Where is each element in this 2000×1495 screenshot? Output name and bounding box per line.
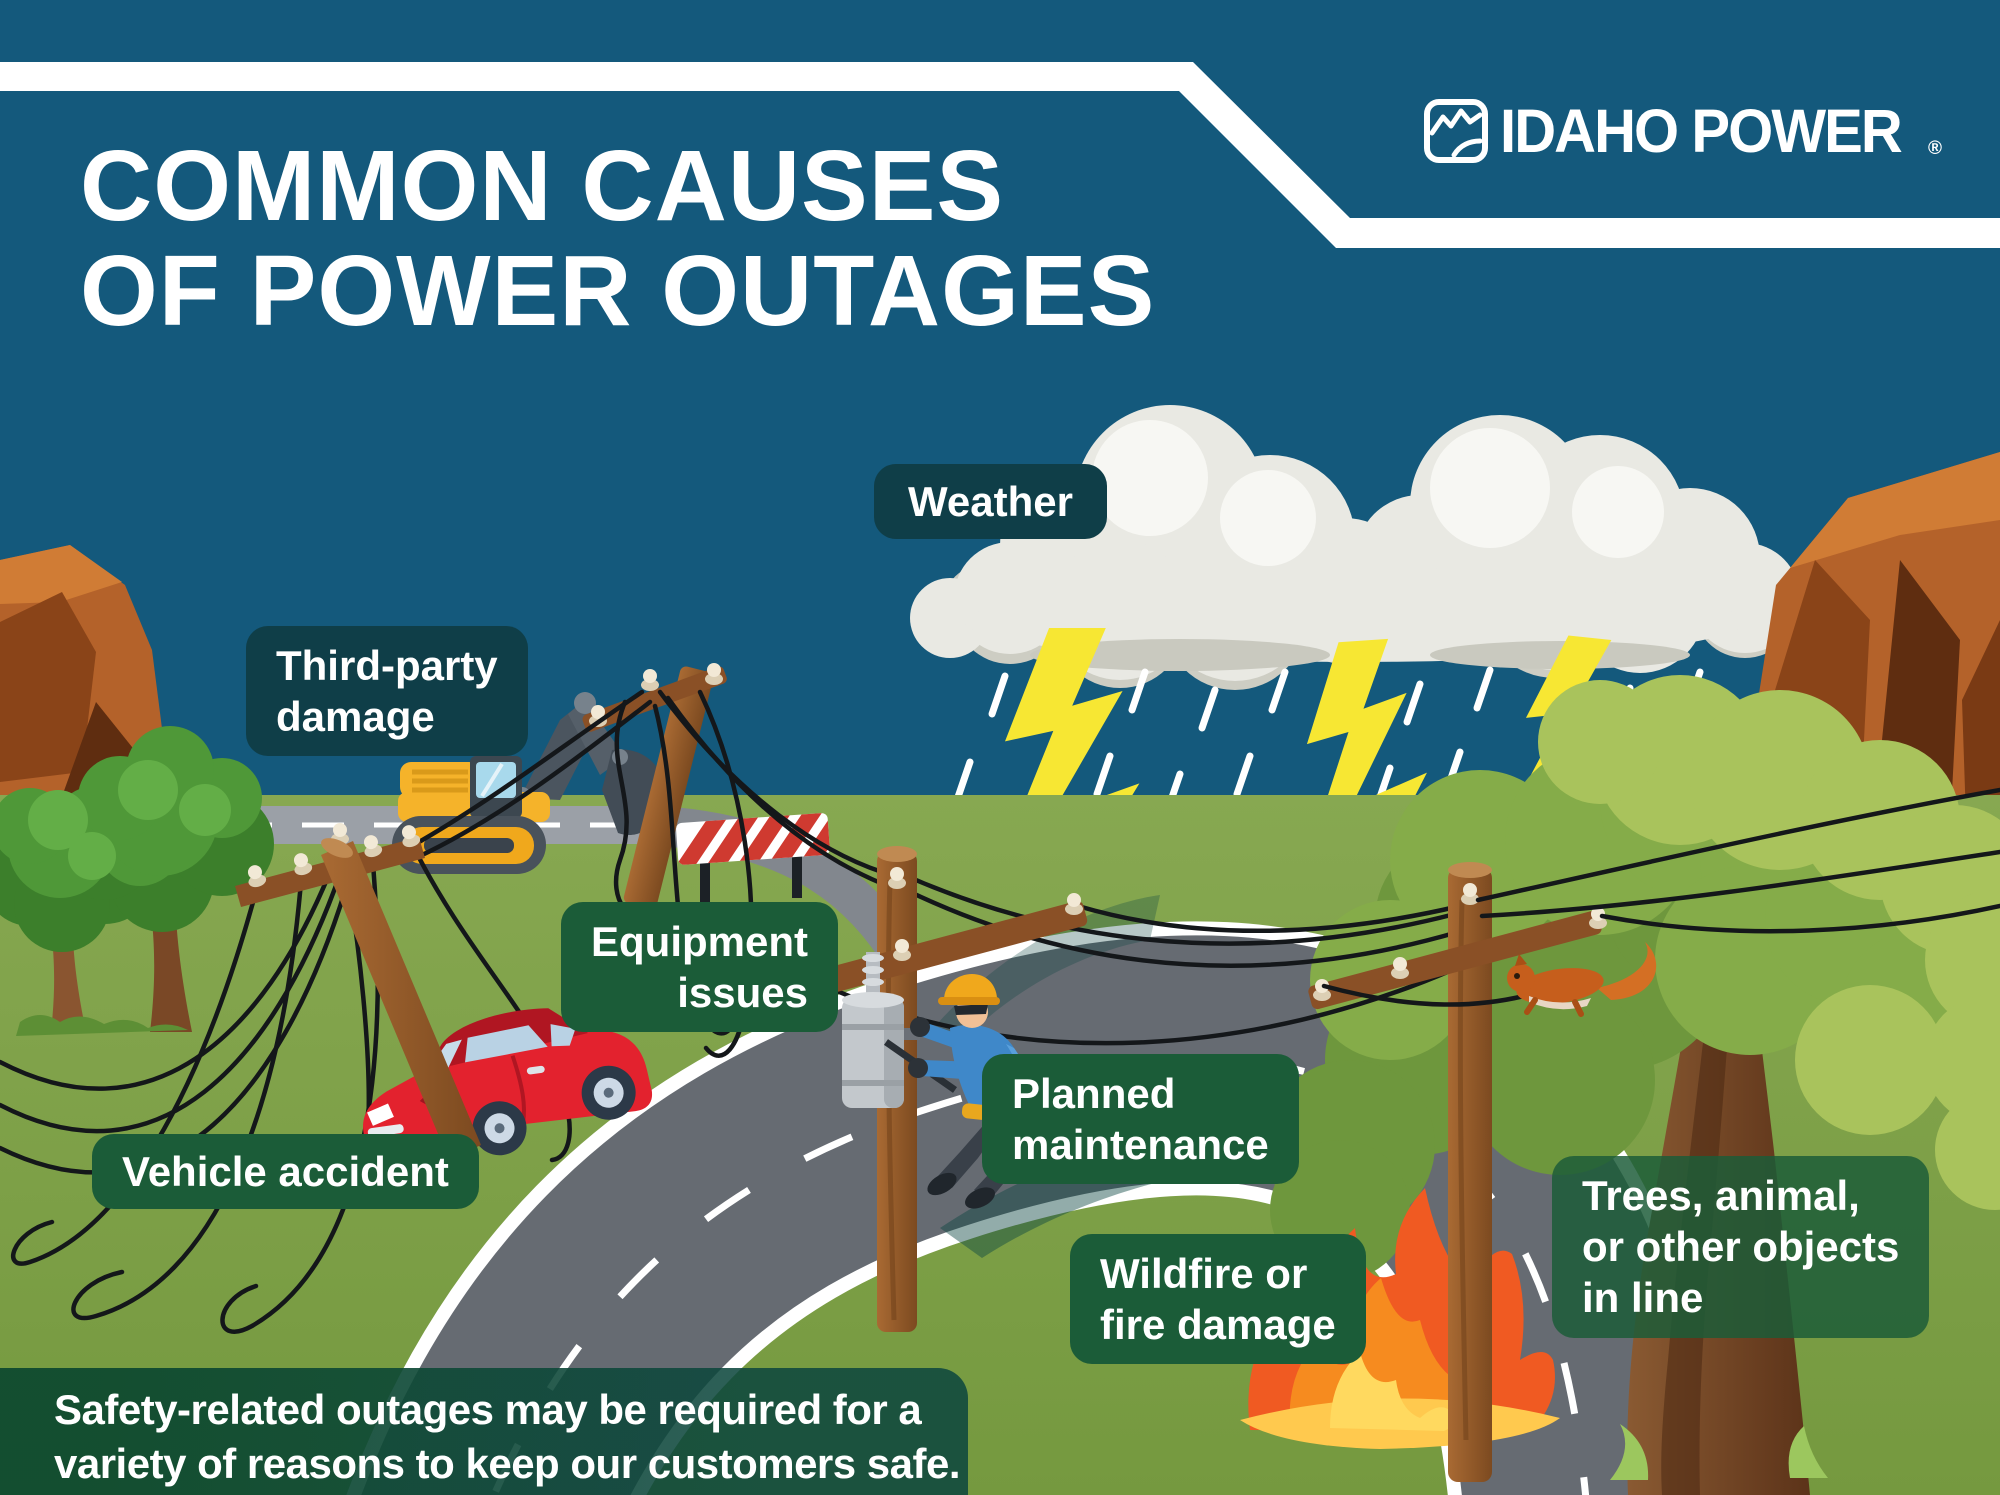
header-swoosh: [0, 62, 2000, 248]
power-lines-right: [1321, 787, 2000, 1007]
label-third-party-damage: Third-party damage: [246, 626, 528, 757]
page-title: COMMON CAUSES OF POWER OUTAGES: [80, 134, 1155, 344]
label-equipment-issues: Equipment issues: [561, 902, 838, 1033]
label-planned-maintenance: Planned maintenance: [982, 1054, 1299, 1185]
label-trees-animal-objects: Trees, animal, or other objects in line: [1552, 1156, 1930, 1338]
power-lines-fallen: [0, 689, 653, 1334]
storm-cloud-illustration: [910, 405, 1800, 690]
idaho-power-logo: IDAHO POWER ®: [1424, 96, 1942, 166]
label-wildfire-fire-damage: Wildfire or fire damage: [1070, 1234, 1366, 1365]
power-pole-right-illustration: [1308, 862, 1607, 1482]
page-title-line1: COMMON CAUSES: [80, 130, 1005, 242]
left-cliff-illustration: [0, 545, 166, 812]
transformer-illustration: [842, 952, 920, 1108]
safety-caption: Safety-related outages may be required f…: [0, 1368, 968, 1495]
registered-trademark: ®: [1927, 138, 1942, 159]
left-trees-illustration: [0, 726, 274, 1036]
mountain-range-icon: [1424, 99, 1488, 163]
label-weather: Weather: [874, 464, 1107, 540]
page-title-line2: OF POWER OUTAGES: [80, 235, 1156, 347]
power-pole-crashed-shaft: [321, 838, 481, 1160]
power-pole-center-illustration: [793, 846, 1088, 1332]
squirrel-illustration: [1507, 942, 1657, 1017]
logo-wordmark: IDAHO POWER: [1500, 97, 1903, 165]
label-vehicle-accident: Vehicle accident: [92, 1134, 479, 1210]
